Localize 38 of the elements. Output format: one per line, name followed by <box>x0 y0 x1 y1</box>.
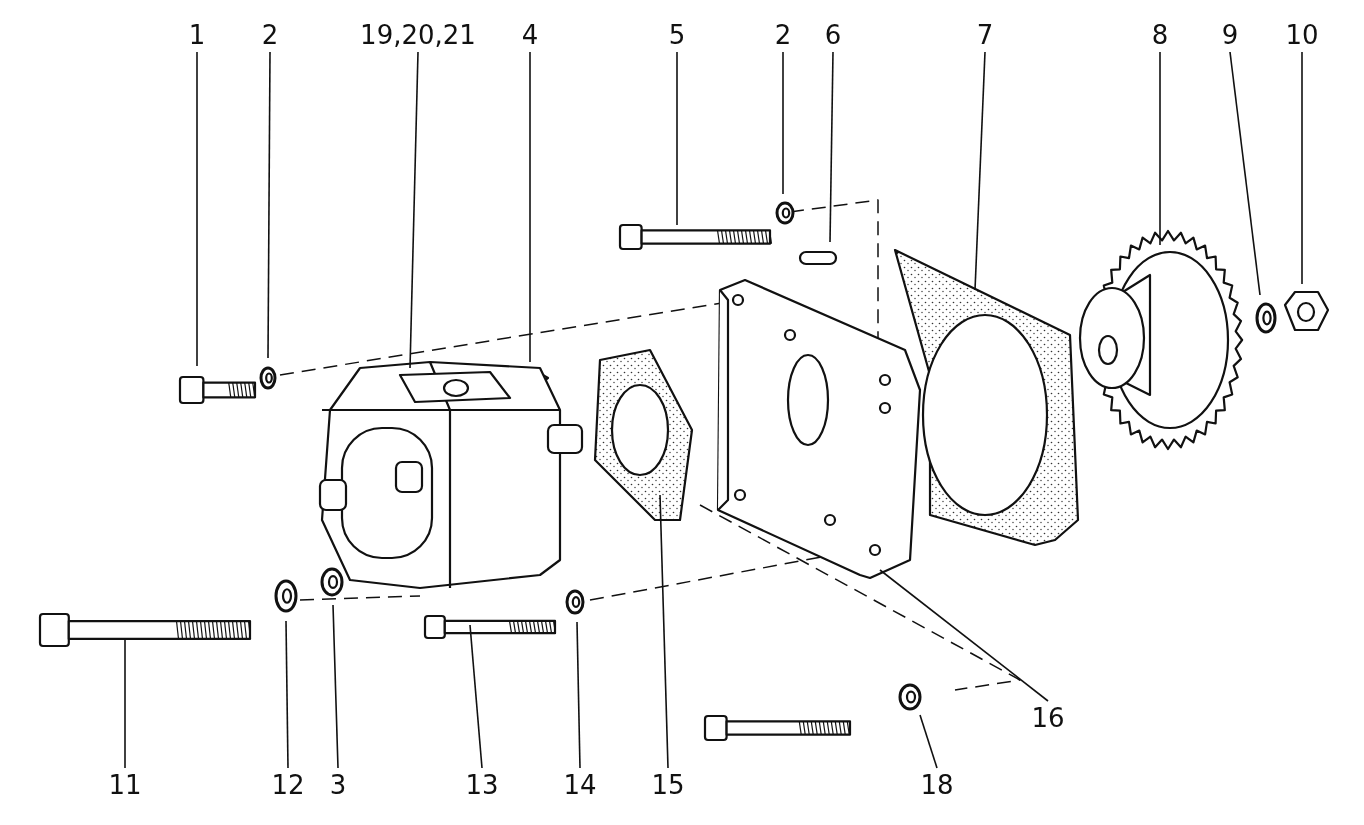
leader-line <box>919 714 938 769</box>
leader-line <box>469 624 483 769</box>
callout-number: 4 <box>521 20 539 50</box>
callout-number: 16 <box>1031 703 1065 733</box>
callout-number: 19,20,21 <box>360 20 476 50</box>
callout-number: 2 <box>261 20 279 50</box>
callout-number: 3 <box>329 770 347 800</box>
leader-line <box>529 51 531 363</box>
leader-line <box>676 51 678 226</box>
callout-number: 8 <box>1151 20 1169 50</box>
leader-line <box>576 621 581 769</box>
callout-number: 13 <box>465 770 499 800</box>
callout-number: 6 <box>824 20 842 50</box>
callout-number: 10 <box>1285 20 1319 50</box>
leader-line <box>1301 51 1303 285</box>
leader-line <box>267 51 271 359</box>
leader-line <box>124 639 126 769</box>
callout-number: 12 <box>271 770 305 800</box>
leader-line <box>196 51 198 367</box>
leader-line <box>409 51 419 369</box>
callout-number: 2 <box>774 20 792 50</box>
leader-line <box>974 51 986 291</box>
leader-line <box>659 494 669 769</box>
callout-number: 7 <box>976 20 994 50</box>
leader-line <box>879 569 1049 702</box>
callout-number: 1 <box>188 20 206 50</box>
leader-line <box>782 51 784 195</box>
callout-number: 11 <box>108 770 142 800</box>
callout-number: 15 <box>651 770 685 800</box>
leader-line <box>1159 51 1161 246</box>
leader-line <box>829 51 834 243</box>
callout-number: 5 <box>668 20 686 50</box>
callout-number: 9 <box>1221 20 1239 50</box>
callout-number: 18 <box>920 770 954 800</box>
leader-line <box>1229 51 1261 296</box>
leader-line <box>332 604 339 769</box>
callout-number: 14 <box>563 770 597 800</box>
leader-line <box>285 620 289 769</box>
